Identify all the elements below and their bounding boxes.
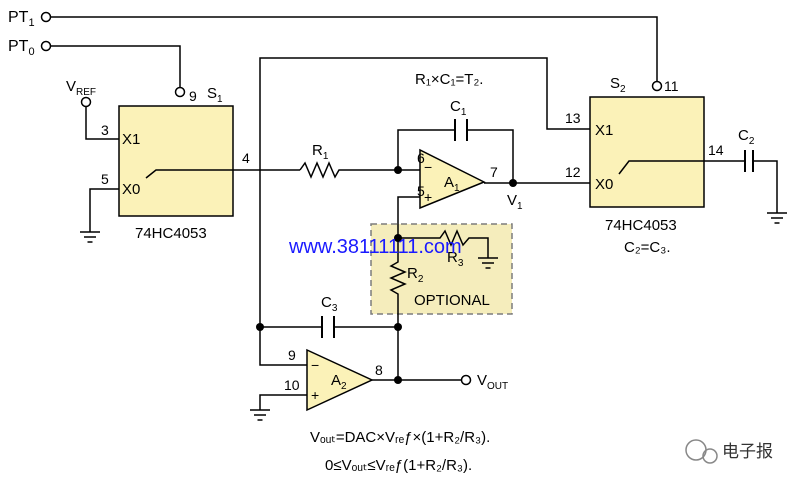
s1-pin-out: 4	[242, 150, 250, 166]
s2-pin-x1-label: X1	[595, 122, 613, 139]
a1-label: A1	[444, 174, 460, 194]
r3-label: R3	[447, 249, 464, 269]
r2-resistor	[389, 196, 420, 380]
a1-pin-inv: 6	[417, 150, 425, 166]
junction-c3-right	[394, 323, 402, 331]
a2-opamp	[306, 348, 374, 412]
vout-label: VOUT	[477, 372, 508, 392]
c2-label: C2	[738, 127, 755, 147]
pt1-label: PT1	[8, 9, 35, 29]
r1-resistor	[299, 161, 420, 179]
vref-wire	[85, 106, 119, 140]
a2-pin-out: 8	[375, 362, 383, 378]
s1-gnd-wire	[89, 188, 119, 232]
s1-name: S1	[207, 85, 223, 105]
brand-icon	[685, 439, 718, 464]
vout-equation: Vₒᵤₜ=DAC×Vᵣₑƒ×(1+R₂/R₃).	[310, 429, 490, 446]
optional-label: OPTIONAL	[414, 292, 490, 309]
junction-v1	[509, 179, 517, 187]
s2-output-wire	[618, 160, 778, 213]
a2-pin-noninv: 10	[284, 377, 300, 393]
junction-r1-a1	[394, 166, 402, 174]
c3-label: C3	[321, 294, 338, 314]
s2-name: S2	[610, 75, 626, 95]
a1-pin-out: 7	[490, 164, 498, 180]
a2-pin-inv: 9	[288, 347, 296, 363]
brand-name: 电子报	[722, 442, 773, 462]
junction-vout	[394, 376, 402, 384]
v1-label: V1	[507, 192, 523, 212]
a1-plus: +	[424, 189, 432, 205]
ground-symbol-c2	[767, 212, 787, 224]
vout-range: 0≤Vₒᵤₜ≤Vᵣₑƒ(1+R₂/R₃).	[325, 457, 472, 474]
s2-pin-x1-in: 13	[565, 110, 581, 126]
vout-terminal	[460, 374, 472, 386]
s1-switch-wire	[145, 169, 300, 179]
s2-pin-x0-in: 12	[565, 164, 581, 180]
timing-equation: R₁×C₁=T₂.	[415, 71, 483, 88]
c1-feedback-wire	[397, 129, 514, 183]
ground-symbol-s1	[80, 231, 100, 243]
a2-label: A2	[331, 372, 347, 392]
s1-pin-x1-label: X1	[122, 131, 140, 148]
s2-pin-x0-label: X0	[595, 176, 613, 193]
s2-control-bubble	[651, 80, 663, 92]
s2-chip	[589, 96, 705, 208]
s1-part-number: 74HC4053	[135, 225, 207, 242]
s2-pin-out: 14	[708, 142, 724, 158]
pt0-label: PT0	[8, 38, 35, 58]
s1-chip	[118, 105, 234, 217]
s1-pin-x0-label: X0	[122, 181, 140, 198]
a1-opamp	[419, 148, 486, 210]
vref-terminal	[80, 96, 92, 108]
a2-plus: +	[311, 387, 319, 403]
feedback-bus	[259, 57, 590, 327]
a1-minus: −	[424, 159, 432, 175]
c1-label: C1	[450, 98, 467, 118]
s1-pin-vref: 3	[101, 122, 109, 138]
s1-pin-gnd: 5	[101, 171, 109, 187]
r2-label: R2	[407, 265, 424, 285]
pt1-line	[40, 11, 658, 81]
s2-capacitor-note: C₂=C₃.	[624, 239, 671, 256]
s2-pin-ctrl: 11	[664, 78, 679, 94]
r3-resistor	[398, 229, 489, 258]
s2-part-number: 74HC4053	[605, 217, 677, 234]
watermark-url: www.38111111.com	[288, 236, 462, 258]
a2-gnd-wire	[259, 394, 307, 410]
vref-label: VREF	[66, 78, 96, 98]
a1-pin-noninv: 5	[417, 183, 425, 199]
r1-label: R1	[312, 142, 329, 162]
pt0-line	[40, 40, 181, 87]
ground-symbol-a2	[250, 409, 270, 421]
s1-control-bubble	[174, 86, 186, 98]
s1-pin-ctrl: 9	[189, 88, 197, 104]
a2-inv-wire	[259, 327, 307, 366]
ground-symbol-r3	[478, 257, 498, 269]
a2-minus: −	[311, 357, 319, 373]
